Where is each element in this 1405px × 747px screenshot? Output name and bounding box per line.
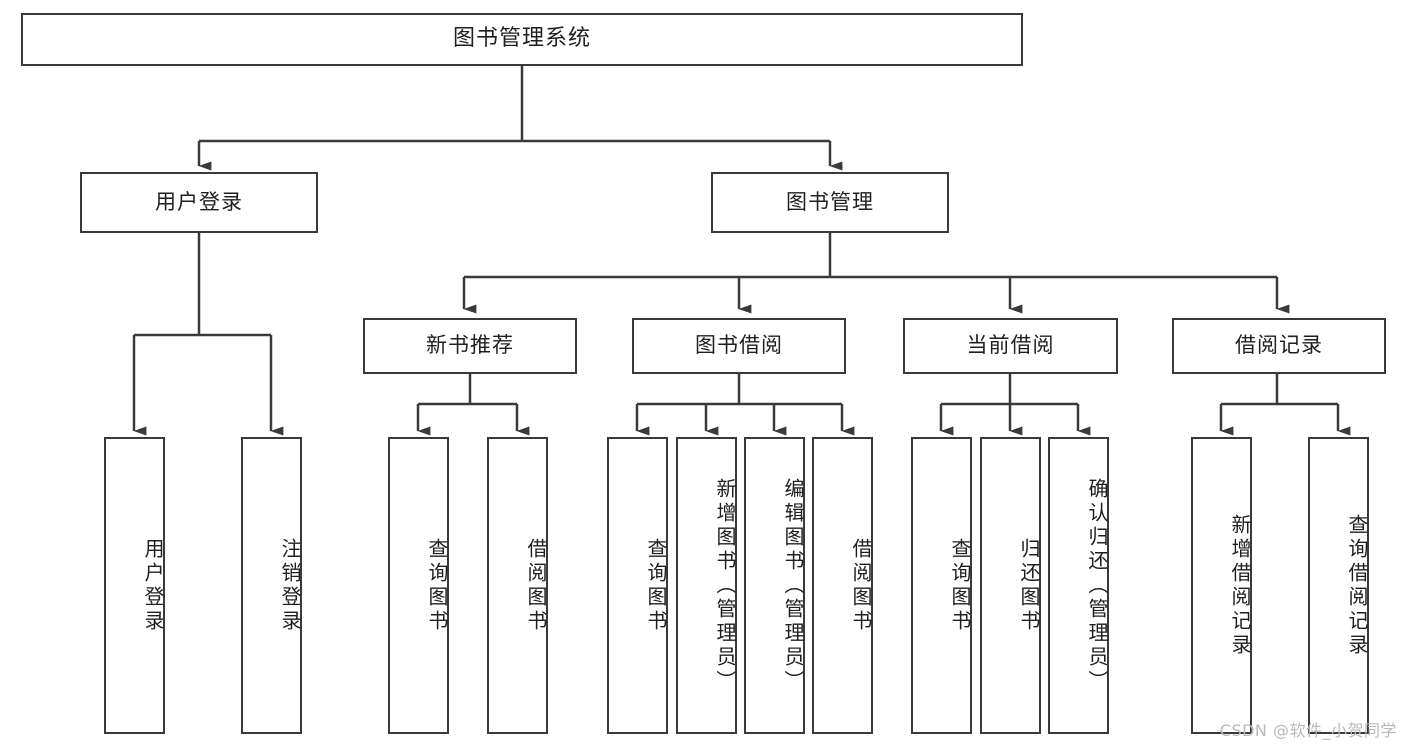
leaf-user-login[interactable]: 用户登录 [104,437,165,734]
leaf-cb-return-book-label: 归还图书 [1017,537,1041,634]
node-new-book-recommend-label: 新书推荐 [426,333,514,358]
leaf-bb-edit-book-label: 编辑图书（管理员） [781,477,805,694]
leaf-bb-add-book-label: 新增图书（管理员） [713,477,737,694]
leaf-cb-query-book-label: 查询图书 [948,537,972,634]
leaf-br-query-record[interactable]: 查询借阅记录 [1308,437,1369,734]
node-new-book-recommend[interactable]: 新书推荐 [363,318,577,374]
leaf-logout-label: 注销登录 [278,537,302,634]
leaf-logout[interactable]: 注销登录 [241,437,302,734]
leaf-nb-query-book-label: 查询图书 [425,537,449,634]
leaf-cb-query-book[interactable]: 查询图书 [911,437,972,734]
leaf-bb-query-book-label: 查询图书 [644,537,668,634]
node-root-label: 图书管理系统 [452,26,591,52]
node-current-borrow[interactable]: 当前借阅 [903,318,1118,374]
node-book-borrow-label: 图书借阅 [695,333,783,358]
leaf-bb-borrow-book-label: 借阅图书 [849,537,873,634]
node-borrow-record[interactable]: 借阅记录 [1172,318,1386,374]
leaf-cb-return-book[interactable]: 归还图书 [980,437,1041,734]
leaf-bb-borrow-book[interactable]: 借阅图书 [812,437,873,734]
node-user-login[interactable]: 用户登录 [80,172,318,233]
leaf-nb-query-book[interactable]: 查询图书 [388,437,449,734]
node-book-manage[interactable]: 图书管理 [711,172,949,233]
watermark: CSDN @软件_小贺同学 [1219,721,1397,740]
leaf-cb-confirm-return-label: 确认归还（管理员） [1085,477,1109,694]
node-book-manage-label: 图书管理 [786,189,874,214]
leaf-bb-add-book[interactable]: 新增图书（管理员） [676,437,737,734]
node-borrow-record-label: 借阅记录 [1235,333,1323,358]
leaf-nb-borrow-book-label: 借阅图书 [524,537,548,634]
leaf-br-add-record[interactable]: 新增借阅记录 [1191,437,1252,734]
leaf-user-login-label: 用户登录 [141,537,165,634]
leaf-cb-confirm-return[interactable]: 确认归还（管理员） [1048,437,1109,734]
leaf-bb-edit-book[interactable]: 编辑图书（管理员） [744,437,805,734]
leaf-bb-query-book[interactable]: 查询图书 [607,437,668,734]
node-current-borrow-label: 当前借阅 [966,333,1055,358]
leaf-br-query-record-label: 查询借阅记录 [1345,513,1369,658]
node-root[interactable]: 图书管理系统 [21,13,1023,66]
leaf-nb-borrow-book[interactable]: 借阅图书 [487,437,548,734]
node-user-login-label: 用户登录 [155,189,243,214]
node-book-borrow[interactable]: 图书借阅 [632,318,846,374]
leaf-br-add-record-label: 新增借阅记录 [1228,513,1252,658]
